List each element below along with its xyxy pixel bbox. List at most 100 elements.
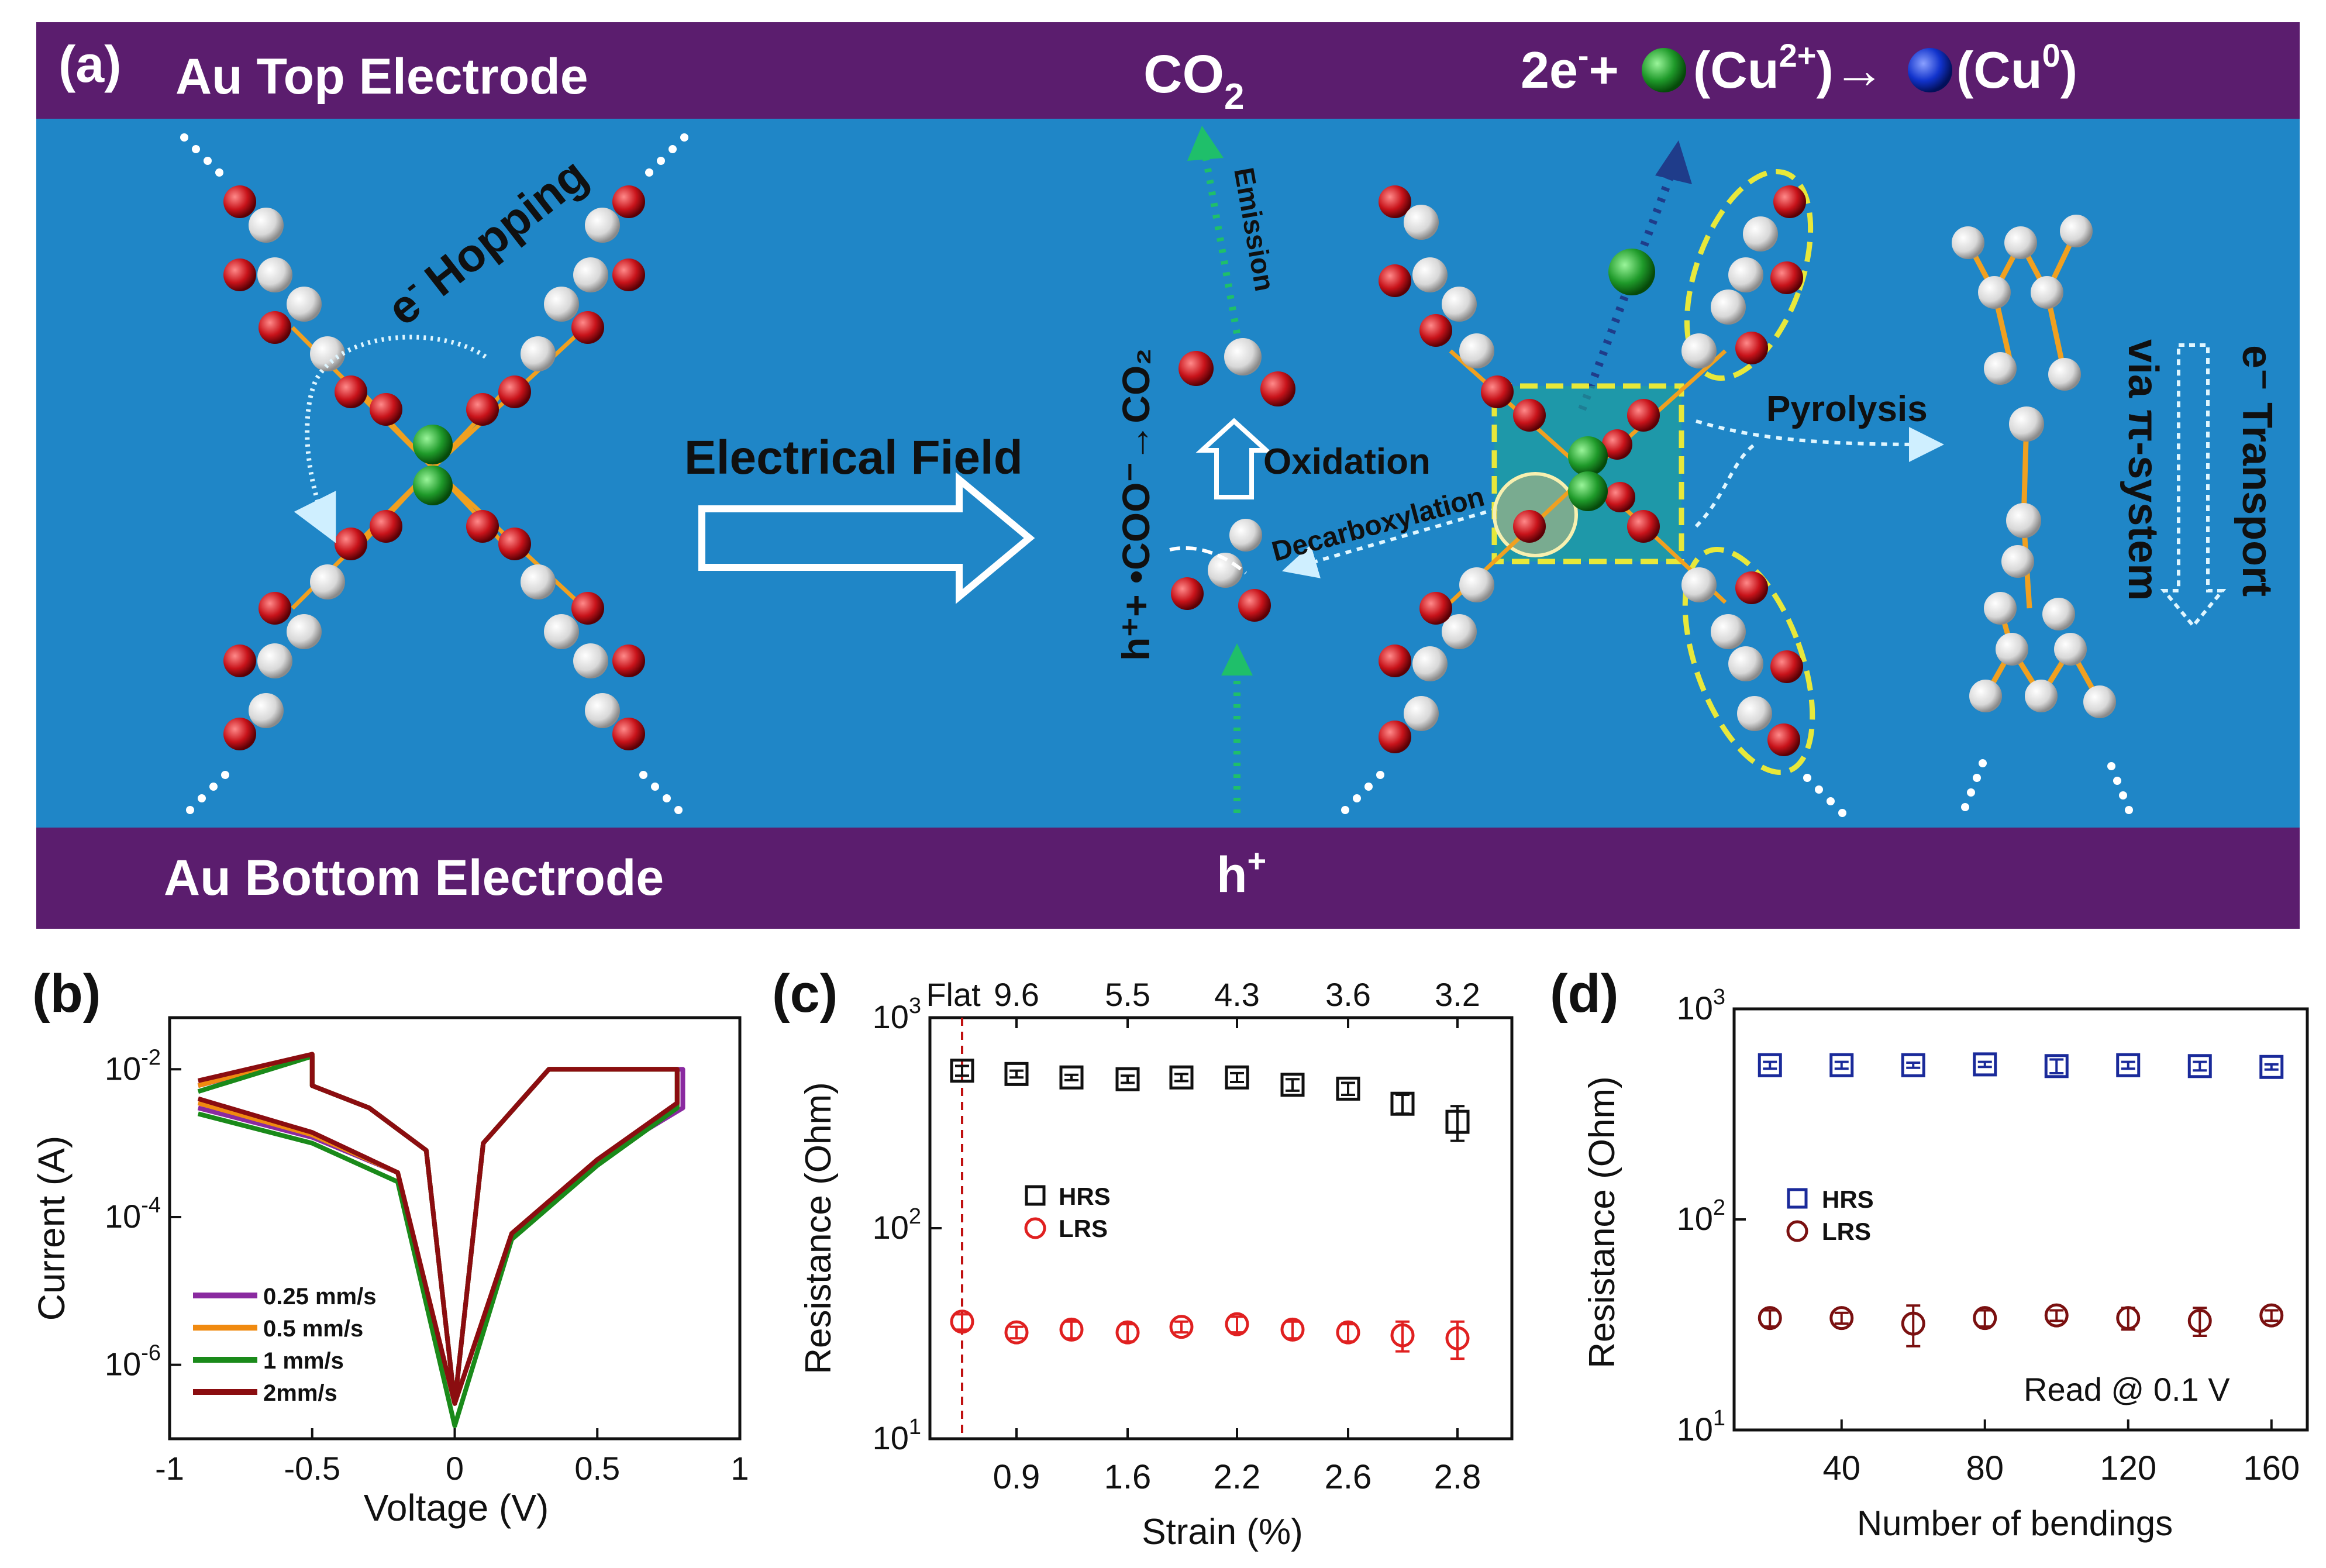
panel-c-toptick-label: 3.6 (1325, 976, 1371, 1013)
left-cu-complex-molecule (180, 133, 688, 814)
panel-d-xtick-label: 80 (1966, 1449, 2004, 1487)
cu-atom (413, 466, 453, 505)
panel-d-hrs-point (1973, 1052, 1997, 1077)
panel-d-lrs-point (1758, 1306, 1782, 1331)
electrical-field-label: Electrical Field (684, 431, 1023, 484)
panel-c-lrs-point (1059, 1317, 1084, 1342)
panel-b-label: (b) (32, 964, 101, 1023)
cu-atom (1568, 471, 1608, 511)
panel-c-lrs-point (1336, 1320, 1360, 1345)
panel-b-series-line (197, 1052, 680, 1406)
panel-c-xtick-label: 2.8 (1434, 1458, 1481, 1496)
panel-b-legend-label: 0.25 mm/s (263, 1284, 376, 1309)
panel-d-hrs-point (2259, 1054, 2284, 1079)
panel-c-legend-label: HRS (1059, 1183, 1111, 1210)
decarboxylation-reaction-label: h⁺+ •COO⁻→CO₂ (1114, 348, 1157, 661)
panel-d-xtick-label: 40 (1822, 1449, 1860, 1487)
pyrolysis-label: Pyrolysis (1766, 389, 1928, 429)
cu-ion-arrow (1578, 140, 1692, 411)
panel-c-hrs-point (1115, 1067, 1140, 1091)
panel-d-lrs-point (2044, 1303, 2069, 1328)
svg-text:(Cu2+)→: (Cu2+)→ (1693, 37, 1885, 99)
panel-b-xtick-label: -1 (155, 1450, 184, 1487)
panel-b-legend-label: 1 mm/s (263, 1348, 344, 1374)
panel-a-label: (a) (58, 35, 122, 93)
panel-c-toptick-label: 5.5 (1105, 976, 1150, 1013)
panel-d-lrs-point (1973, 1306, 1997, 1331)
panel-c-hrs-point (950, 1059, 974, 1083)
panel-c-ytick-label: 102 (873, 1204, 921, 1246)
panel-b-xtick-label: 0 (446, 1450, 464, 1487)
field-background (36, 22, 2300, 929)
top-electrode-label: Au Top Electrode (175, 49, 588, 105)
panel-c-plot-frame (928, 1016, 1514, 1441)
panel-d-lrs-point (2187, 1308, 2212, 1333)
pyrolysis-arrow (1694, 419, 1944, 528)
panel-b-ytick-label: 10-2 (105, 1045, 161, 1087)
panel-d-plot-frame (1732, 1007, 2309, 1432)
cu-atom (1568, 436, 1608, 476)
oxidation-label: Oxidation (1263, 442, 1431, 482)
panel-d-xlabel: Number of bendings (1857, 1504, 2173, 1543)
electron-transport-label: e⁻ Transport (2234, 345, 2280, 597)
panel-c-toptick-label: Flat (926, 976, 981, 1013)
panel-d-legend-label: HRS (1822, 1186, 1874, 1213)
free-cu-ion (1608, 249, 1655, 295)
panel-b-xlabel: Voltage (V) (364, 1487, 549, 1529)
panel-c-xtick-label: 2.2 (1214, 1458, 1261, 1496)
bottom-electrode-band (36, 828, 2300, 929)
panel-c-toptick-label: 3.2 (1435, 976, 1480, 1013)
cu0-atom-icon (1908, 48, 1952, 92)
panel-d-ytick-label: 101 (1677, 1406, 1725, 1448)
oxidation-arrow (1195, 418, 1273, 499)
panel-c-legend-label: LRS (1059, 1215, 1108, 1242)
panel-d-lrs-point (1829, 1306, 1854, 1331)
panel-c-lrs-point (1280, 1317, 1305, 1342)
panel-b-ytick-label: 10-6 (105, 1341, 161, 1383)
panel-b-xtick-label: 0.5 (574, 1450, 620, 1487)
panel-c-hrs-point (1169, 1065, 1194, 1090)
panel-c-lrs-point (1169, 1315, 1194, 1339)
panel-c-xlabel: Strain (%) (1142, 1512, 1303, 1552)
hole-migration-arrow (1221, 643, 1253, 813)
panel-c-xtick-label: 1.6 (1104, 1458, 1152, 1496)
panel-b-legend-label: 2mm/s (263, 1380, 337, 1406)
panel-c-lrs-point (1004, 1320, 1029, 1345)
panel-b-xtick-label: -0.5 (284, 1450, 341, 1487)
panel-b-ylabel: Current (A) (30, 1136, 73, 1321)
panel-c-hrs-point (1280, 1073, 1305, 1097)
panel-c-ytick-label: 103 (873, 994, 921, 1035)
svg-text:(Cu0): (Cu0) (1956, 37, 2077, 99)
panel-c-lrs-point (1225, 1312, 1249, 1336)
panel-d-legend-marker (1787, 1188, 1808, 1209)
panel-d-hrs-point (1758, 1053, 1782, 1077)
read-voltage-annotation: Read @ 0.1 V (2024, 1371, 2230, 1408)
carboxyl-radical (1169, 519, 1271, 622)
cu-atom (413, 425, 453, 464)
panel-d-ytick-label: 103 (1677, 985, 1725, 1026)
co2-label: CO2 (1143, 44, 1244, 117)
panel-d-hrs-point (1901, 1053, 1925, 1077)
panel-d-lrs-point (2259, 1303, 2284, 1328)
panel-a-schematic: (a) Au Top Electrode CO2 2e-+ (Cu2+)→ (C… (36, 22, 2300, 929)
panel-c-hrs-point (1445, 1109, 1470, 1134)
panel-c-hrs-point (1059, 1065, 1084, 1090)
panel-c-hrs-point (1390, 1091, 1415, 1116)
panel-c-xtick-label: 0.9 (993, 1458, 1040, 1496)
panel-c-toptick-label: 4.3 (1214, 976, 1260, 1013)
panel-d-lrs-point (1901, 1311, 1925, 1336)
panel-b-xtick-label: 1 (730, 1450, 749, 1487)
panel-d-hrs-point (2116, 1053, 2141, 1077)
electrical-field-arrow (698, 472, 1035, 604)
panel-c-legend-marker (1024, 1217, 1046, 1239)
cu2-ion-icon (1642, 48, 1686, 92)
panel-d-lrs-point (2116, 1306, 2141, 1331)
panel-d-hrs-point (2044, 1054, 2069, 1078)
panel-c-lrs-point (1115, 1320, 1140, 1345)
panel-c-lrs-point (950, 1309, 974, 1334)
panel-d-xtick-label: 120 (2100, 1449, 2156, 1487)
bottom-electrode-label: Au Bottom Electrode (164, 850, 664, 906)
